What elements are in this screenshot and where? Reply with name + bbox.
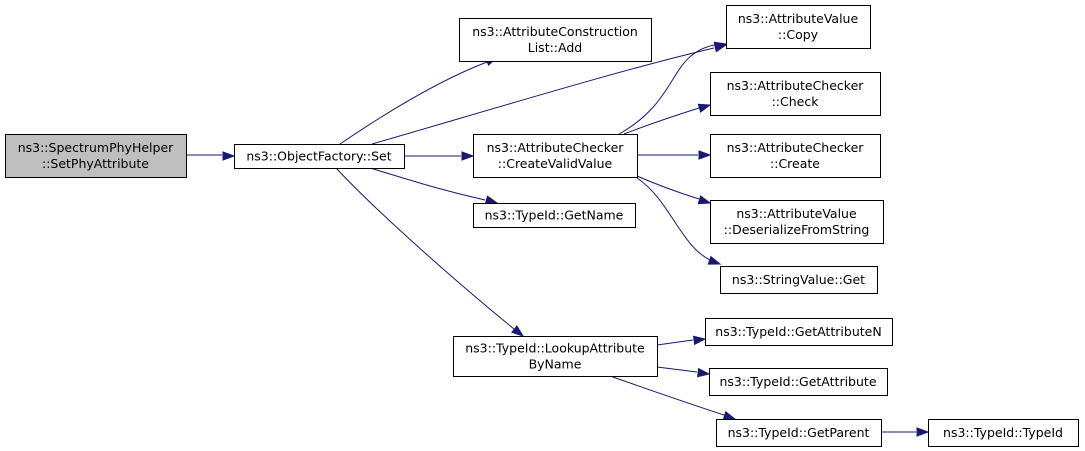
node-label-line: ::CreateValidValue (498, 156, 613, 171)
arrowhead-icon (461, 151, 475, 161)
edge-of_set-to-tid_lookup (335, 167, 525, 337)
node-label-line: ns3::TypeId::GetAttribute (719, 374, 876, 389)
edge-line (623, 107, 700, 135)
node-label-line: ::Copy (778, 27, 819, 42)
node-box[interactable] (5, 134, 187, 178)
node-label-line: ns3::AttributeValue (736, 206, 857, 221)
node-label-line: ::DeserializeFromString (724, 222, 870, 237)
node-label-line: ns3::TypeId::LookupAttribute (465, 341, 645, 356)
arrowhead-icon (916, 427, 930, 437)
arrowhead-icon (484, 195, 499, 205)
edge-line (618, 44, 715, 135)
node-label-line: ns3::TypeId::TypeId (943, 425, 1063, 440)
edge-line (335, 167, 515, 330)
node-label-line: ns3::AttributeChecker (727, 78, 865, 93)
node-av-copy[interactable]: ns3::AttributeValue::Copy (726, 5, 871, 49)
node-box[interactable] (720, 266, 878, 294)
node-label-line: ns3::TypeId::GetParent (728, 425, 870, 440)
edge-ac_createvalidvalue-to-av_copy (618, 41, 728, 135)
edge-line (371, 47, 715, 145)
node-box[interactable] (453, 336, 658, 377)
edge-of_set-to-ac_createvalidvalue (404, 151, 475, 161)
node-tid-getparent[interactable]: ns3::TypeId::GetParent (716, 419, 882, 447)
edge-ac_createvalidvalue-to-sv_get (636, 177, 722, 265)
node-box[interactable] (710, 72, 881, 116)
node-label-line: ns3::TypeId::GetAttributeN (715, 324, 881, 339)
node-sv-get[interactable]: ns3::StringValue::Get (720, 266, 878, 294)
node-box[interactable] (234, 144, 405, 169)
arrowhead-icon (707, 255, 722, 265)
node-box[interactable] (705, 318, 893, 346)
node-tid-getattributen[interactable]: ns3::TypeId::GetAttributeN (705, 318, 893, 346)
call-edges (186, 41, 930, 437)
node-label-line: ::Create (770, 156, 820, 171)
node-ac-createvalidvalue[interactable]: ns3::AttributeChecker::CreateValidValue (473, 134, 638, 178)
node-label-line: ns3::AttributeChecker (727, 140, 865, 155)
node-sph-setphyattribute[interactable]: ns3::SpectrumPhyHelper::SetPhyAttribute (5, 134, 187, 178)
arrowhead-icon (511, 325, 525, 337)
edge-line (656, 366, 698, 373)
node-label-line: List::Add (528, 40, 582, 55)
edge-line (609, 375, 725, 416)
edge-tid_lookup-to-tid_getattribute (656, 366, 711, 378)
node-box[interactable] (459, 18, 652, 62)
node-tid-getattribute[interactable]: ns3::TypeId::GetAttribute (709, 368, 888, 396)
node-av-deserialize[interactable]: ns3::AttributeValue::DeserializeFromStri… (710, 200, 884, 244)
node-tid-getname[interactable]: ns3::TypeId::GetName (473, 203, 636, 228)
node-label-line: ::SetPhyAttribute (42, 156, 149, 171)
edge-ac_createvalidvalue-to-ac_create (637, 150, 712, 160)
node-box[interactable] (710, 200, 884, 244)
node-ac-check[interactable]: ns3::AttributeChecker::Check (710, 72, 881, 116)
edge-line (339, 61, 488, 145)
edge-line (636, 175, 700, 200)
node-ac-create[interactable]: ns3::AttributeChecker::Create (710, 134, 881, 178)
edge-of_set-to-tid_getname (369, 167, 499, 205)
node-box[interactable] (716, 419, 882, 447)
arrowhead-icon (698, 150, 712, 160)
node-label-line: ByName (529, 357, 582, 372)
node-box[interactable] (928, 419, 1079, 447)
node-of-set[interactable]: ns3::ObjectFactory::Set (234, 144, 405, 169)
node-label-line: ns3::AttributeValue (738, 11, 859, 26)
node-label-line: ns3::TypeId::GetName (485, 208, 624, 223)
edge-sph_setphyattribute-to-of_set (186, 151, 236, 161)
arrowhead-icon (697, 103, 712, 113)
edge-ac_createvalidvalue-to-av_deserialize (636, 175, 712, 205)
node-label-line: ns3::ObjectFactory::Set (246, 149, 391, 164)
arrowhead-icon (697, 195, 712, 205)
node-box[interactable] (726, 5, 871, 49)
edge-tid_getparent-to-tid_typeid (881, 427, 930, 437)
node-label-line: ns3::AttributeChecker (487, 140, 625, 155)
node-box[interactable] (473, 134, 638, 178)
edge-line (369, 167, 486, 201)
node-label-line: ns3::SpectrumPhyHelper (18, 140, 174, 155)
arrowhead-icon (693, 335, 707, 346)
edge-line (636, 177, 711, 261)
arrowhead-icon (722, 410, 737, 421)
edge-tid_lookup-to-tid_getattributen (656, 335, 707, 346)
node-box[interactable] (710, 134, 881, 178)
edge-line (656, 339, 694, 346)
node-label-line: ::Check (772, 94, 820, 109)
arrowhead-icon (222, 151, 236, 161)
node-label-line: ns3::StringValue::Get (732, 272, 865, 287)
arrowhead-icon (697, 367, 711, 378)
node-box[interactable] (709, 368, 888, 396)
edge-ac_createvalidvalue-to-ac_check (623, 103, 712, 135)
node-tid-typeid[interactable]: ns3::TypeId::TypeId (928, 419, 1079, 447)
node-box[interactable] (473, 203, 636, 228)
node-label-line: ns3::AttributeConstruction (472, 24, 638, 39)
arrowhead-icon (713, 41, 728, 51)
